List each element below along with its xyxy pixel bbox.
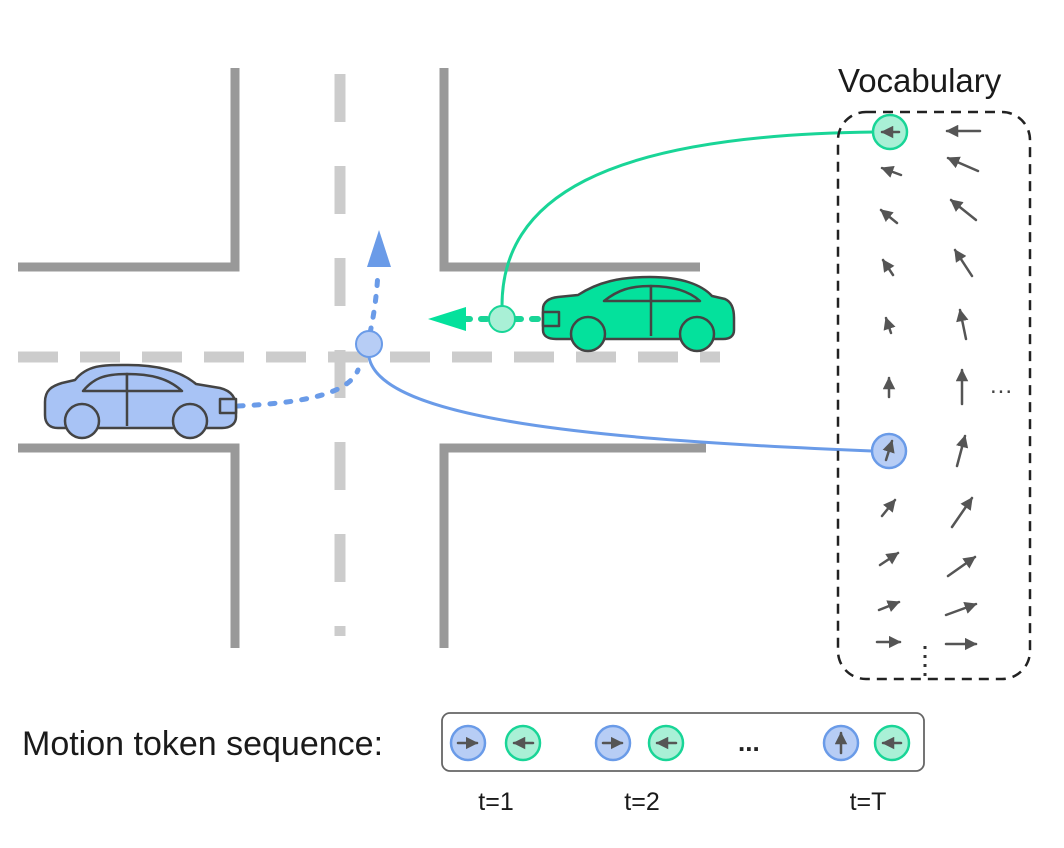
blue-current-position [355,330,383,358]
vocabulary-title: Vocabulary [838,62,1002,99]
blue-token-link [367,356,873,453]
green-current-position [488,305,516,333]
motion-token-sequence-label: Motion token sequence: [22,725,384,763]
sequence-ellipsis: ... [738,727,760,757]
green-car-icon [541,275,736,353]
motion-token-sequence-box [441,712,925,772]
vocabulary-box [836,110,1032,681]
vocabulary-arrow-icons [875,124,982,651]
time-label-t1: t=1 [478,788,514,816]
vocabulary-more-columns: ... [990,372,1014,399]
blue-car-trajectory [235,367,361,409]
lane-markings [18,74,720,636]
blue-arrowhead-icon [367,230,391,267]
blue-car-icon [43,363,238,440]
time-label-tT: t=T [849,788,887,816]
time-label-t2: t=2 [624,788,660,816]
green-arrowhead-icon [428,307,466,331]
sequence-token-arrow-icons [456,731,903,755]
blue-car-future-path [367,269,381,336]
green-token-link [500,130,876,307]
road-edges [18,68,706,648]
